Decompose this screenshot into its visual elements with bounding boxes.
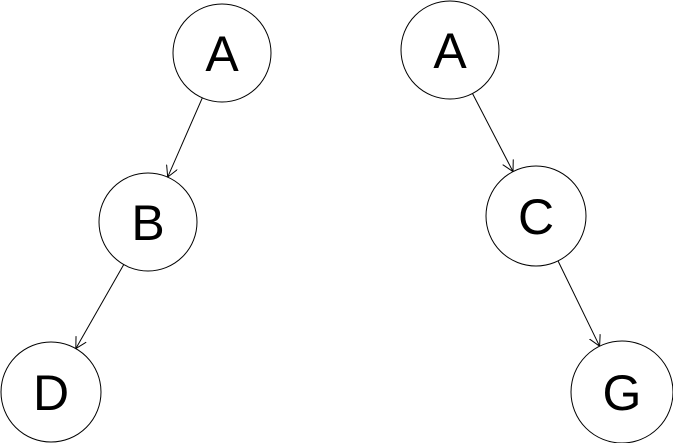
tree-node-right-C: C	[485, 165, 587, 267]
tree-node-right-A: A	[400, 0, 500, 100]
tree-node-left-A: A	[172, 3, 272, 103]
tree-node-left-B: B	[98, 172, 198, 272]
tree-node-right-G: G	[570, 340, 673, 443]
edge-arrow-right-C-to-right-G	[557, 260, 600, 346]
node-circle-left-D	[0, 341, 102, 443]
node-circle-right-G	[570, 340, 673, 443]
edges-layer	[76, 93, 600, 349]
node-circle-right-A	[400, 0, 500, 100]
edge-arrow-left-B-to-left-D	[76, 264, 125, 349]
node-label-left-A: A	[205, 26, 239, 82]
node-label-right-C: C	[518, 189, 554, 245]
node-label-right-A: A	[433, 23, 467, 79]
tree-node-left-D: D	[0, 341, 102, 443]
node-circle-left-B	[98, 172, 198, 272]
node-label-left-B: B	[131, 195, 164, 251]
node-circle-left-A	[172, 3, 272, 103]
edge-arrow-right-A-to-right-C	[472, 93, 514, 172]
node-label-left-D: D	[33, 365, 69, 421]
node-circle-right-C	[485, 165, 587, 267]
edge-arrow-left-A-to-left-B	[168, 97, 203, 177]
node-label-right-G: G	[603, 365, 642, 421]
